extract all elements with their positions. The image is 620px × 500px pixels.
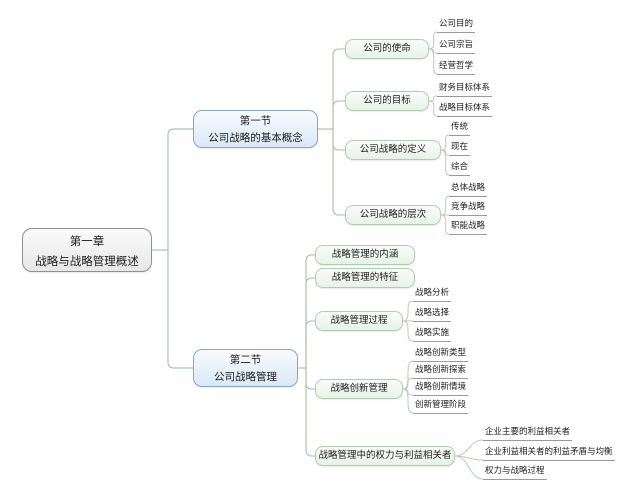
leaf-item[interactable]: 战略分析	[413, 287, 452, 302]
connector-root-section2	[167, 250, 193, 369]
root-node-line1: 第一章	[69, 234, 105, 248]
topic-strategy-definition[interactable]: 公司战略的定义	[345, 140, 441, 160]
leaf-item[interactable]: 权力与战略过程	[483, 465, 547, 480]
section-node-1[interactable]: 第一节 公司战略的基本概念	[193, 110, 318, 148]
connector-topic-leaf	[402, 388, 414, 414]
topic-company-goals[interactable]: 公司的目标	[345, 91, 429, 111]
leaf-item[interactable]: 公司目的	[437, 18, 476, 33]
connector-topic-leaf	[440, 195, 450, 216]
topic-sm-process[interactable]: 战略管理过程	[315, 311, 403, 331]
section-node-line1: 第一节	[239, 115, 272, 127]
connector-section2-topic	[305, 254, 315, 368]
section-node-line2: 公司战略管理	[214, 371, 277, 383]
topic-sm-connotation[interactable]: 战略管理的内涵	[315, 245, 415, 265]
leaf-item[interactable]: 战略选择	[413, 307, 452, 322]
leaf-item[interactable]: 战略目标体系	[437, 102, 493, 117]
connector-section1-topic	[332, 129, 345, 151]
leaf-item[interactable]: 总体战略	[449, 182, 488, 197]
topic-sm-characteristics[interactable]: 战略管理的特征	[315, 268, 415, 288]
connector-topic-leaf	[440, 214, 450, 235]
leaf-item[interactable]: 经营哲学	[437, 60, 476, 75]
connector-topic-leaf	[402, 320, 414, 342]
connector-section2-topic	[305, 368, 315, 457]
leaf-item[interactable]: 战略创新探索	[413, 364, 469, 379]
leaf-item[interactable]: 竞争战略	[449, 201, 488, 216]
leaf-item[interactable]: 现在	[449, 141, 471, 156]
leaf-item[interactable]: 综合	[449, 161, 471, 176]
connector-topic-leaf	[440, 149, 450, 176]
root-node-line2: 战略与战略管理概述	[35, 254, 139, 268]
leaf-item[interactable]: 战略实施	[413, 327, 452, 342]
leaf-item[interactable]: 职能战略	[449, 220, 488, 235]
leaf-item[interactable]: 企业主要的利益相关者	[483, 426, 573, 441]
connector-root-section1	[167, 128, 193, 250]
connector-section1-topic	[332, 129, 345, 216]
connector-topic-leaf	[402, 300, 414, 322]
connector-topic-leaf	[428, 31, 438, 50]
topic-company-mission[interactable]: 公司的使命	[345, 39, 429, 59]
leaf-item[interactable]: 公司宗旨	[437, 39, 476, 54]
connector-topic-leaf	[428, 48, 438, 75]
connector-section1-topic	[332, 100, 345, 129]
section-node-2[interactable]: 第二节 公司战略管理	[193, 349, 298, 387]
root-node[interactable]: 第一章 战略与战略管理概述	[22, 228, 152, 272]
connector-topic-leaf	[454, 455, 484, 480]
connector-topic-leaf	[454, 439, 484, 457]
connector-topic-leaf	[440, 134, 450, 151]
connector-topic-leaf	[428, 100, 438, 117]
topic-strategy-innovation[interactable]: 战略创新管理	[315, 379, 403, 399]
connector-section2-topic	[305, 277, 315, 368]
connector-topic-leaf	[428, 95, 438, 102]
section-node-line2: 公司战略的基本概念	[208, 132, 303, 144]
connector-topic-leaf	[402, 360, 414, 390]
topic-power-stakeholders[interactable]: 战略管理中的权力与利益相关者	[315, 446, 455, 466]
leaf-item[interactable]: 战略创新类型	[413, 347, 469, 362]
leaf-item[interactable]: 企业利益相关者的利益矛盾与均衡	[483, 446, 615, 461]
leaf-item[interactable]: 战略创新情境	[413, 381, 469, 396]
leaf-item[interactable]: 传统	[449, 121, 471, 136]
topic-strategy-levels[interactable]: 公司战略的层次	[345, 205, 441, 225]
connector-section1-topic	[332, 48, 345, 129]
leaf-item[interactable]: 财务目标体系	[437, 82, 493, 97]
section-node-line1: 第二节	[229, 354, 262, 366]
connector-section2-topic	[305, 320, 315, 368]
connector-section2-topic	[305, 368, 315, 390]
leaf-item[interactable]: 创新管理阶段	[413, 399, 469, 414]
